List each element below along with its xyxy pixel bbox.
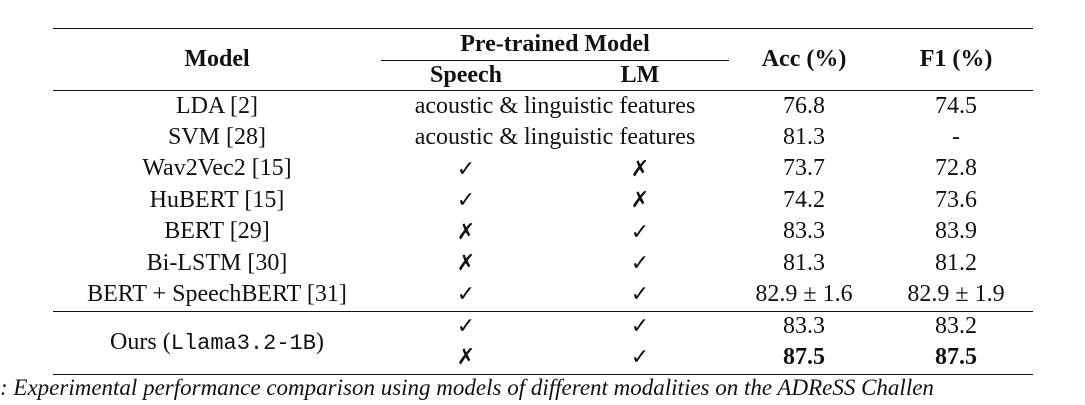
cell-f1: 82.9 ± 1.9 <box>907 281 1005 308</box>
cell-f1: 83.9 <box>935 218 978 245</box>
checkmark-icon: ✓ <box>456 314 476 340</box>
checkmark-icon: ✓ <box>456 188 476 214</box>
checkmark-icon: ✓ <box>456 156 476 182</box>
cell-acc: 76.8 <box>783 92 826 119</box>
cross-icon: ✗ <box>456 251 476 277</box>
cell-model: SVM [28] <box>167 123 266 150</box>
table-row: BERT + SpeechBERT [31] ✓ ✓ 82.9 ± 1.6 82… <box>53 280 1033 312</box>
cell-f1: 83.2 <box>935 313 978 340</box>
cell-model-ours: Ours (Llama3.2-1B) <box>53 311 381 374</box>
table-row: HuBERT [15] ✓ ✗ 74.2 73.6 <box>53 185 1033 217</box>
cell-acc-best: 87.5 <box>783 344 826 371</box>
cell-acc: 81.3 <box>783 123 826 150</box>
cell-acc: 74.2 <box>783 186 826 213</box>
cell-f1: 72.8 <box>935 155 978 182</box>
table-row: Wav2Vec2 [15] ✓ ✗ 73.7 72.8 <box>53 154 1033 186</box>
table-row: LDA [2] acoustic & linguistic features 7… <box>53 90 1034 123</box>
table-row: Bi-LSTM [30] ✗ ✓ 81.3 81.2 <box>53 248 1033 280</box>
checkmark-icon: ✓ <box>630 314 650 340</box>
checkmark-icon: ✓ <box>630 219 650 245</box>
cell-model: Wav2Vec2 [15] <box>142 155 292 182</box>
header-pretrained-model: Pre-trained Model <box>381 28 730 61</box>
ours-model-code: Llama3.2-1B <box>170 330 316 356</box>
cell-model: Bi-LSTM [30] <box>146 249 288 276</box>
table-caption: : Experimental performance comparison us… <box>0 375 934 400</box>
cell-f1-best: 87.5 <box>935 344 978 371</box>
table-row-ours-1: Ours (Llama3.2-1B) ✓ ✓ 83.3 83.2 <box>53 311 1034 356</box>
table-row: SVM [28] acoustic & linguistic features … <box>53 122 1033 154</box>
cross-icon: ✗ <box>630 188 650 214</box>
cell-acc: 81.3 <box>783 249 826 276</box>
cell-f1: 81.2 <box>935 249 978 276</box>
header-speech: Speech <box>430 61 502 88</box>
header-f1: F1 (%) <box>919 45 993 72</box>
cross-icon: ✗ <box>630 156 650 182</box>
cross-icon: ✗ <box>456 219 476 245</box>
cell-model: HuBERT [15] <box>149 186 285 213</box>
cell-model: BERT + SpeechBERT [31] <box>87 281 347 308</box>
results-table: Model Pre-trained Model Acc (%) F1 (%) S… <box>53 28 1034 375</box>
cell-acc: 82.9 ± 1.6 <box>755 281 853 308</box>
cell-pretrained: acoustic & linguistic features <box>414 123 696 150</box>
cell-f1: 73.6 <box>935 186 978 213</box>
header-row-2: Speech LM <box>53 61 1033 91</box>
checkmark-icon: ✓ <box>630 251 650 277</box>
ours-model-name: (Llama3.2-1B) <box>162 328 324 356</box>
cell-pretrained: acoustic & linguistic features <box>414 92 696 119</box>
cell-acc: 83.3 <box>783 313 826 340</box>
cell-f1: - <box>952 123 961 150</box>
cell-acc: 83.3 <box>783 218 826 245</box>
cell-f1: 74.5 <box>935 92 978 119</box>
ours-label: Ours <box>110 328 157 355</box>
header-acc: Acc (%) <box>761 45 847 72</box>
cell-model: BERT [29] <box>164 218 270 245</box>
header-lm: LM <box>620 61 660 88</box>
checkmark-icon: ✓ <box>456 282 476 308</box>
header-row-1: Model Pre-trained Model Acc (%) F1 (%) <box>53 28 1034 72</box>
table-row: BERT [29] ✗ ✓ 83.3 83.9 <box>53 217 1033 249</box>
results-table-container: Model Pre-trained Model Acc (%) F1 (%) S… <box>53 28 1034 375</box>
cross-icon: ✗ <box>456 345 476 371</box>
cell-model: LDA [2] <box>176 92 258 119</box>
table-row-ours-2: ✗ ✓ 87.5 87.5 <box>53 343 1034 374</box>
cell-acc: 73.7 <box>783 155 826 182</box>
checkmark-icon: ✓ <box>630 282 650 308</box>
checkmark-icon: ✓ <box>630 345 650 371</box>
header-model: Model <box>184 45 250 72</box>
